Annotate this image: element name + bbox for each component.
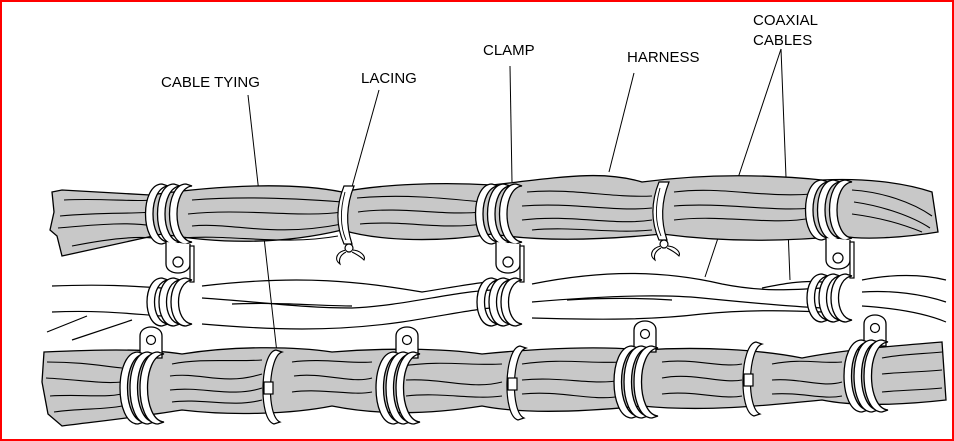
single-clamp-3 — [613, 320, 659, 419]
knot-icon — [344, 243, 354, 253]
screw-icon — [145, 334, 157, 346]
double-clamp-3 — [804, 179, 855, 323]
tie-head-icon — [743, 373, 754, 387]
leader-lacing — [349, 89, 380, 195]
label-clamp: CLAMP — [483, 42, 535, 59]
tie-head-icon — [507, 377, 518, 391]
label-harness: HARNESS — [627, 49, 700, 66]
leader-coaxial-1 — [704, 48, 782, 278]
screw-icon — [832, 252, 844, 264]
leader-clamp — [509, 65, 513, 183]
leader-harness — [608, 72, 635, 173]
screw-icon — [502, 256, 514, 268]
screw-icon — [869, 322, 881, 334]
cable-tie-2 — [506, 345, 529, 421]
single-clamp-4 — [843, 314, 889, 413]
cable-tie-1 — [262, 349, 285, 425]
lower-harness-bundle — [41, 341, 947, 427]
double-clamp-2 — [474, 183, 525, 327]
leader-coaxial-2 — [780, 48, 791, 281]
screw-icon — [639, 328, 651, 340]
tie-head-icon — [263, 381, 274, 395]
lacing-tie-2 — [651, 181, 680, 262]
screw-icon — [172, 256, 184, 268]
lacing-tie-1 — [336, 185, 365, 266]
double-clamp-1 — [144, 183, 195, 327]
label-coaxial-line1: COAXIAL — [753, 12, 819, 29]
cable-tie-3 — [742, 341, 765, 417]
label-cable-tying: CABLE TYING — [161, 74, 260, 91]
label-coaxial-line2: CABLES — [753, 32, 813, 49]
label-lacing: LACING — [361, 70, 417, 87]
single-clamp-1 — [119, 326, 165, 425]
screw-icon — [401, 334, 413, 346]
knot-icon — [659, 239, 669, 249]
single-clamp-2 — [375, 326, 421, 425]
